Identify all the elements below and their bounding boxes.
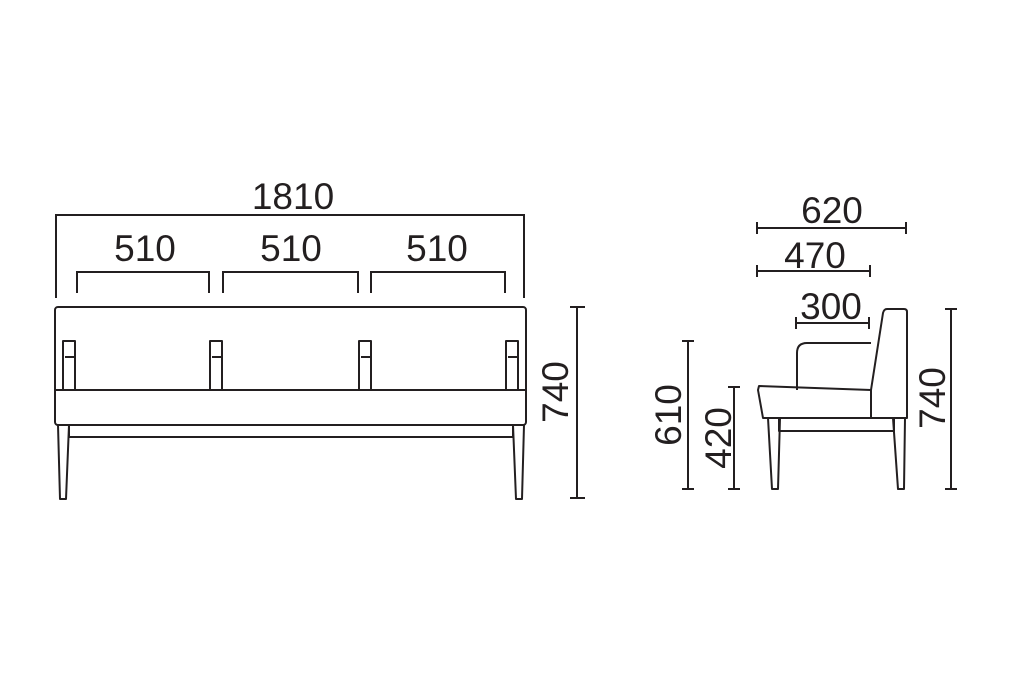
sofa-back <box>54 306 527 426</box>
dimension-label: 620 <box>801 190 863 231</box>
dimension-label: 300 <box>800 286 862 327</box>
post <box>62 340 76 391</box>
armrest-posts <box>62 340 519 391</box>
front-leg-left <box>57 424 70 500</box>
dimension-seat-height: 420 <box>698 386 740 490</box>
dimension-side-overall-height: 740 <box>912 308 957 490</box>
post <box>358 340 372 391</box>
side-view: 620 470 300 610 420 740 <box>648 190 957 490</box>
side-sofa-outline <box>757 308 908 490</box>
side-leg-front <box>767 417 781 490</box>
dimension-label: 510 <box>260 228 322 269</box>
side-back <box>870 308 908 419</box>
side-seat <box>757 385 872 419</box>
post <box>505 340 519 391</box>
dimension-arm-height: 610 <box>648 340 694 490</box>
front-view: 1810 510 510 510 740 <box>54 176 585 500</box>
dimension-label: 420 <box>698 407 739 469</box>
dimension-overall-height: 740 <box>535 306 585 499</box>
side-leg-rear <box>892 417 906 490</box>
front-leg-right <box>512 424 525 500</box>
dimension-seat-depth: 470 <box>756 235 871 277</box>
stretcher <box>68 424 514 438</box>
dimension-label: 740 <box>535 361 576 423</box>
dimension-label: 510 <box>114 228 176 269</box>
dimension-label: 740 <box>912 367 953 429</box>
post <box>209 340 223 391</box>
dimension-seat-widths: 510 510 510 <box>76 228 506 293</box>
side-arm <box>796 342 871 390</box>
dimension-overall-depth: 620 <box>756 190 907 234</box>
dimension-overall-width: 1810 <box>55 176 525 298</box>
dimension-label: 1810 <box>252 176 334 217</box>
front-sofa-outline <box>54 306 527 500</box>
dimension-label: 470 <box>784 235 846 276</box>
dimension-arm-depth: 300 <box>795 286 870 329</box>
dimension-label: 510 <box>406 228 468 269</box>
dimension-label: 610 <box>648 384 689 446</box>
side-stretcher <box>778 417 895 432</box>
